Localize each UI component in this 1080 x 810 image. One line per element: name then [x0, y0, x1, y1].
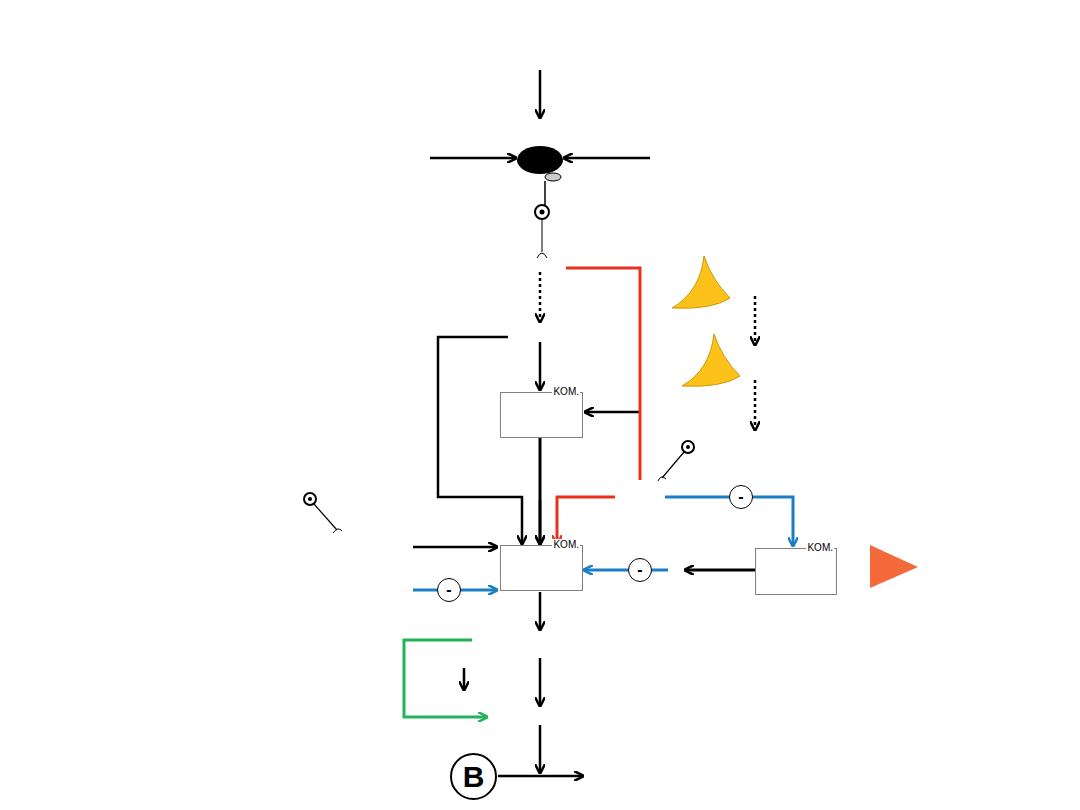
minus-text: - — [738, 489, 743, 505]
circle-letter: B — [463, 762, 485, 792]
box-label: KOM. — [806, 542, 834, 554]
minus-sign: - — [628, 558, 652, 582]
minus-sign: - — [729, 485, 753, 509]
connector — [584, 570, 755, 571]
box-label: KOM. — [552, 386, 580, 398]
connector — [540, 438, 541, 544]
minus-sign: - — [437, 578, 461, 602]
minus-text: - — [637, 562, 642, 578]
process-box: KOM. — [500, 545, 583, 591]
minus-text: - — [446, 582, 451, 598]
box-label: KOM. — [552, 539, 580, 551]
letter-circle: B — [450, 753, 497, 800]
process-box: KOM. — [755, 548, 837, 595]
process-box: KOM. — [500, 392, 583, 438]
